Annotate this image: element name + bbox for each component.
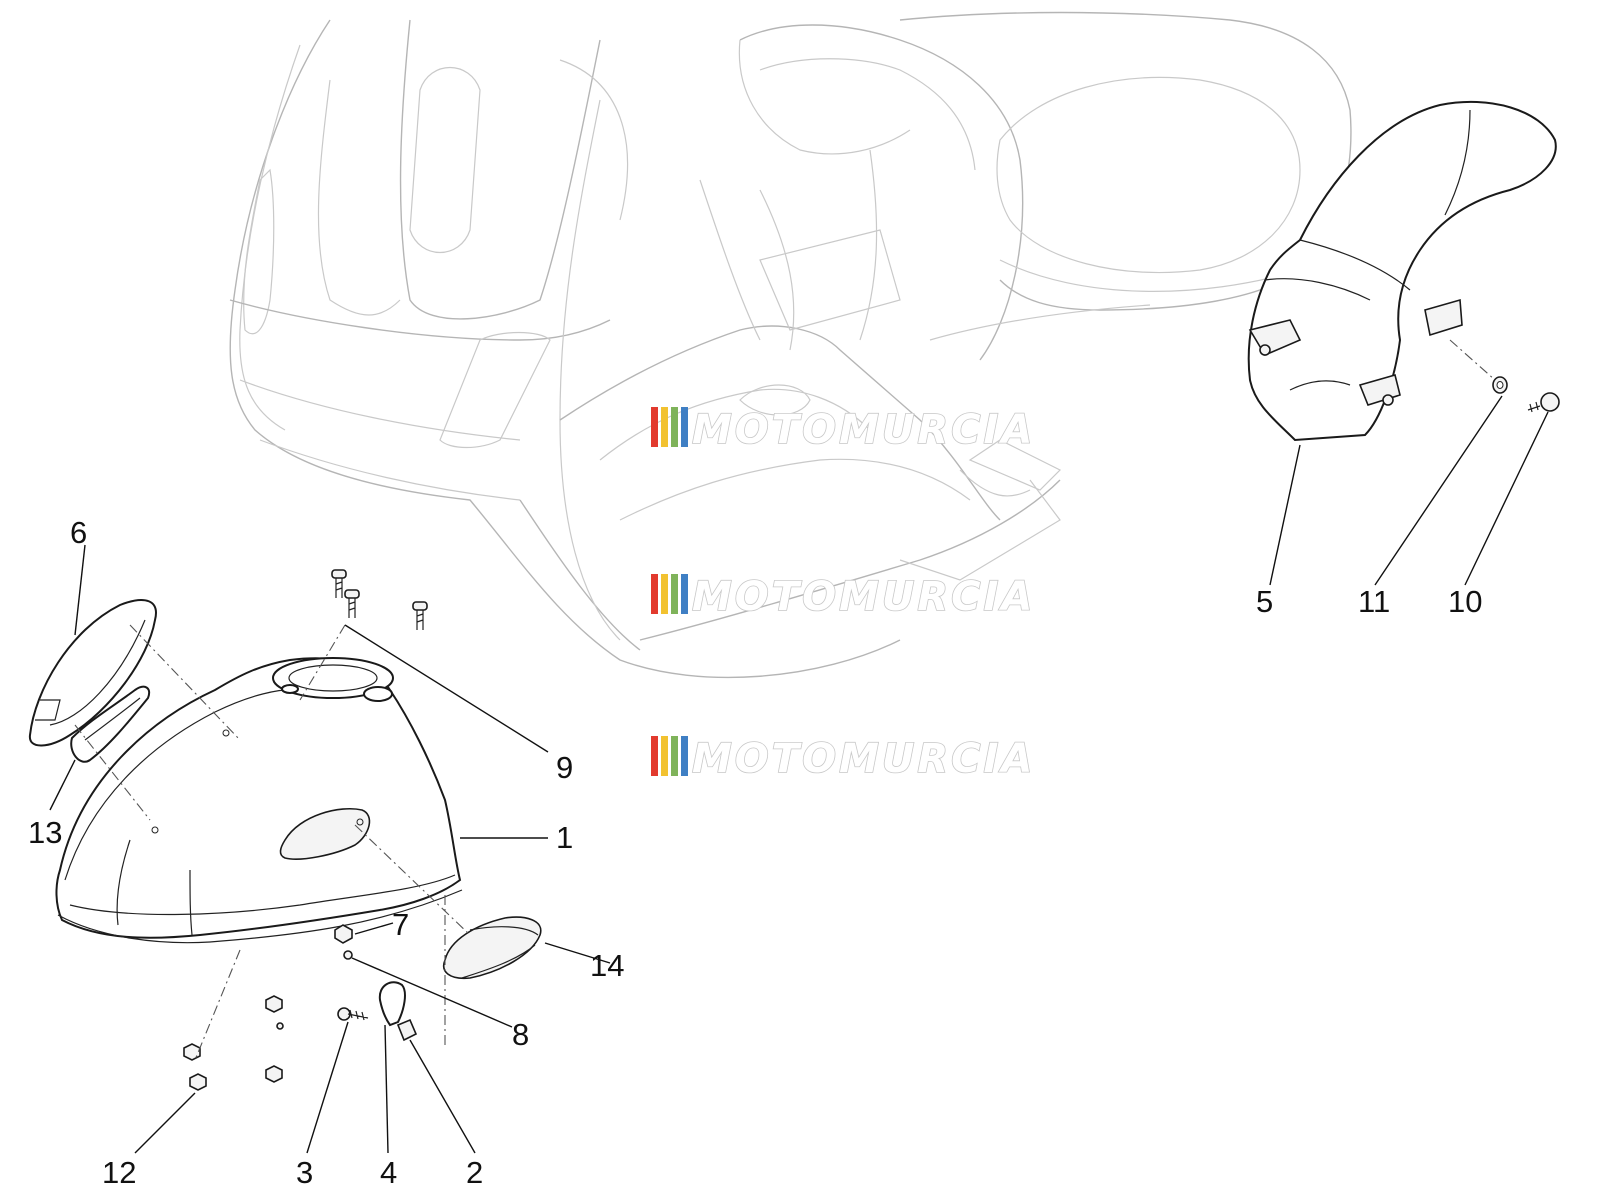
watermark-stripe-red: [651, 574, 658, 614]
part-12-nuts: [183, 995, 284, 1091]
watermark-stripe-yellow: [661, 736, 668, 776]
part-5-rear-mudguard: [1247, 101, 1557, 442]
callout-12: 12: [102, 1155, 136, 1190]
callout-13: 13: [28, 815, 62, 850]
watermark-stripe-red: [651, 407, 658, 447]
callout-labels: 1 2 3 4 5 6 7 8 9 10 11 12 13 14: [28, 515, 1482, 1190]
scooter-body-outline: [229, 11, 1352, 679]
watermark-stripe-red: [651, 736, 658, 776]
part-6-badge: [28, 599, 157, 747]
callout-4: 4: [380, 1155, 397, 1190]
part-2-clip: [396, 1018, 418, 1042]
nut-icon: [265, 1065, 283, 1083]
part-3-bolt: [337, 1007, 369, 1021]
callout-2: 2: [466, 1155, 483, 1190]
watermark-text: MOTOMURCIA: [692, 407, 1035, 453]
watermark-1: MOTOMURCIA: [651, 406, 1035, 454]
leader-lines: [49, 395, 1549, 1154]
watermark-text: MOTOMURCIA: [692, 574, 1035, 620]
screw-icon: [412, 601, 428, 630]
watermark-stripe-green: [671, 407, 678, 447]
watermark-stripe-blue: [681, 407, 688, 447]
part-1-front-mudguard: [55, 657, 463, 944]
nut-icon: [265, 995, 283, 1013]
watermark-stripe-yellow: [661, 574, 668, 614]
watermark-3: MOTOMURCIA: [651, 735, 1035, 783]
watermark-stripe-yellow: [661, 407, 668, 447]
callout-1: 1: [556, 820, 573, 855]
screw-icon: [344, 589, 360, 618]
callout-10: 10: [1448, 584, 1482, 619]
callout-8: 8: [512, 1017, 529, 1052]
part-9-screws: [331, 569, 428, 630]
part-10-screw: [1527, 392, 1560, 413]
callout-6: 6: [70, 515, 87, 550]
watermark-stripe-blue: [681, 736, 688, 776]
nut-icon: [183, 1043, 201, 1061]
part-7-nut: [334, 924, 353, 944]
callout-3: 3: [296, 1155, 313, 1190]
callout-5: 5: [1256, 584, 1273, 619]
nut-icon: [276, 1022, 284, 1030]
watermark-stripe-green: [671, 574, 678, 614]
part-4-clamp: [378, 981, 406, 1027]
watermark-text: MOTOMURCIA: [692, 736, 1035, 782]
screw-icon: [331, 569, 347, 598]
part-13-clip: [70, 685, 151, 763]
watermark-stripe-blue: [681, 574, 688, 614]
part-11-washer: [1492, 376, 1508, 394]
part-8-screw: [343, 950, 353, 960]
callout-14: 14: [590, 948, 624, 983]
nut-icon: [189, 1073, 207, 1091]
callout-9: 9: [556, 750, 573, 785]
watermark-stripe-green: [671, 736, 678, 776]
callout-7: 7: [392, 907, 409, 942]
part-14-trim: [443, 916, 542, 980]
assembly-lines: [74, 339, 1496, 1061]
watermark-2: MOTOMURCIA: [651, 573, 1035, 621]
callout-11: 11: [1358, 584, 1390, 619]
